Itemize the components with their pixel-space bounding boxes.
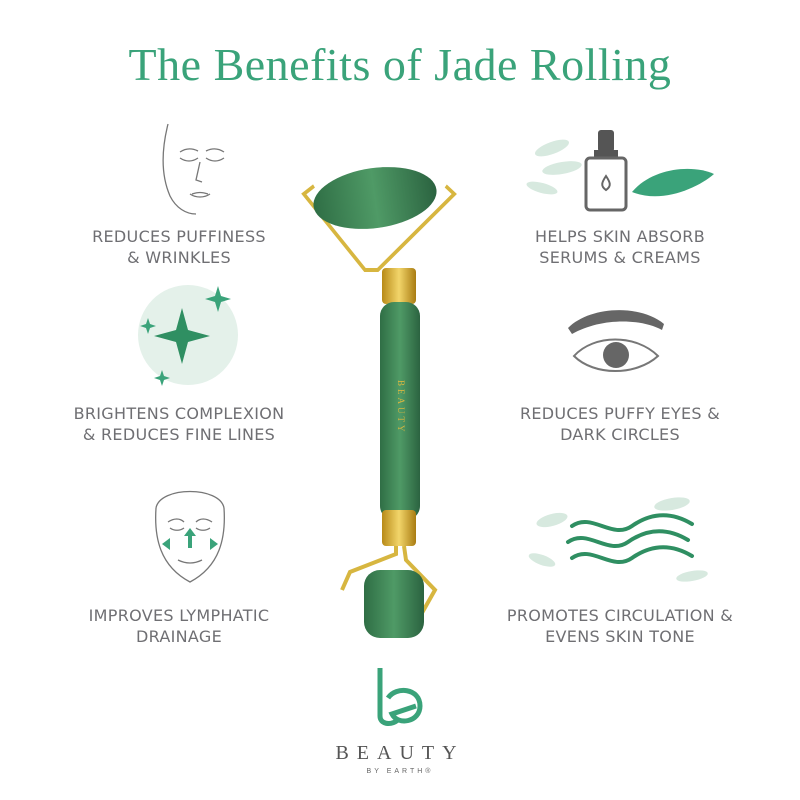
brand-subtitle: BY EARTH®: [366, 768, 434, 775]
benefit-caption: Improves LymphaticDrainage: [88, 606, 270, 646]
serum-bottle-icon: [526, 130, 714, 212]
jade-roller-image: BEAUTY: [301, 167, 457, 638]
sparkles-icon: [138, 285, 238, 386]
waves-icon: [528, 497, 708, 582]
brand-logo: [377, 668, 423, 726]
eye-icon: [568, 310, 664, 372]
roller-engraving: BEAUTY: [396, 380, 406, 435]
brand-name: BEAUTY: [335, 742, 465, 764]
benefit-caption: Brightens Complexion& Reduces Fine Lines: [73, 404, 285, 444]
benefit-caption: Helps Skin AbsorbSerums & Creams: [535, 227, 705, 267]
face-eyes-closed-icon: [162, 123, 225, 215]
page-title: The Benefits of Jade Rolling: [128, 39, 672, 90]
benefit-caption: Promotes Circulation &Evens Skin Tone: [506, 606, 734, 646]
benefit-caption: Reduces Puffy Eyes &Dark Circles: [519, 404, 721, 444]
benefit-caption: Reduces Puffiness& Wrinkles: [92, 227, 266, 267]
face-arrows-icon: [155, 490, 225, 583]
